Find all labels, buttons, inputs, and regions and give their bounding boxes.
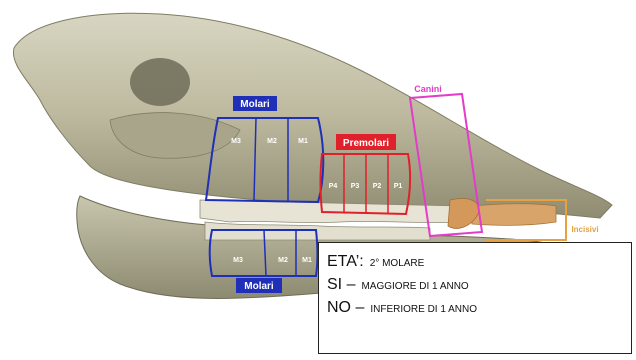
upper-molar-m1: M1 bbox=[298, 138, 308, 145]
lower-molar-m2: M2 bbox=[278, 257, 288, 264]
info-line-si: SI – MAGGIORE DI 1 ANNO bbox=[327, 276, 631, 299]
upper-molars-label: Molari bbox=[240, 99, 270, 110]
upper-molar-m2: M2 bbox=[267, 138, 277, 145]
eta-heading: ETA’: bbox=[327, 253, 364, 271]
upper-molar-m3: M3 bbox=[231, 138, 241, 145]
age-info-box: ETA’: 2° MOLARE SI – MAGGIORE DI 1 ANNO NO… bbox=[318, 242, 632, 354]
incisors-label: Incisivi bbox=[571, 225, 598, 234]
canines-label: Canini bbox=[414, 84, 442, 94]
upper-premolar-p2: P2 bbox=[373, 183, 382, 190]
info-line-no: NO – INFERIORE DI 1 ANNO bbox=[327, 299, 631, 322]
lower-molars-label: Molari bbox=[244, 281, 274, 292]
upper-premolar-p1: P1 bbox=[394, 183, 403, 190]
no-heading: NO – bbox=[327, 299, 364, 317]
si-heading: SI – bbox=[327, 276, 355, 294]
si-value: MAGGIORE DI 1 ANNO bbox=[361, 281, 468, 292]
upper-premolar-p3: P3 bbox=[351, 183, 360, 190]
info-line-eta: ETA’: 2° MOLARE bbox=[327, 253, 631, 276]
no-value: INFERIORE DI 1 ANNO bbox=[370, 304, 477, 315]
lower-molar-m1: M1 bbox=[302, 257, 312, 264]
lower-molar-m3: M3 bbox=[233, 257, 243, 264]
premolars-label: Premolari bbox=[343, 138, 389, 149]
eye-socket bbox=[130, 58, 190, 106]
skull-cranium bbox=[13, 13, 612, 218]
incisor-teeth bbox=[470, 204, 556, 226]
upper-premolar-p4: P4 bbox=[329, 183, 338, 190]
eta-value: 2° MOLARE bbox=[370, 258, 425, 269]
